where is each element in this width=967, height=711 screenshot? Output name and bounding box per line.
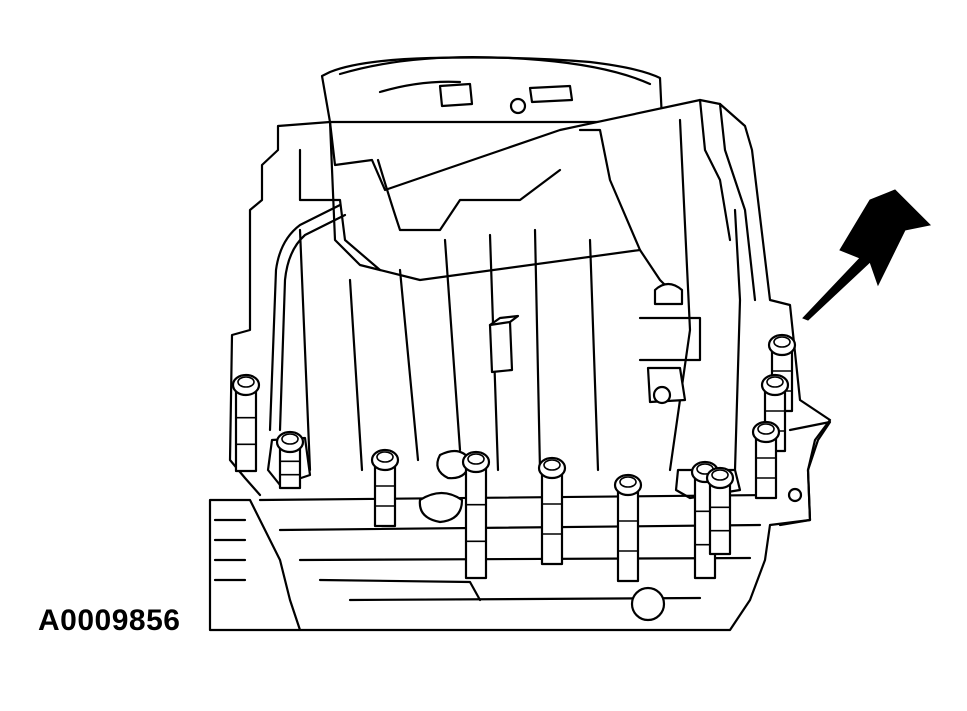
figure-reference-code: A0009856: [38, 604, 181, 637]
bolt-group: [231, 333, 797, 583]
bell-housing: [320, 55, 664, 124]
callout-arrow: [802, 189, 932, 321]
bolt: [275, 430, 305, 490]
bolt: [537, 456, 567, 566]
transmission-case: [208, 98, 832, 632]
bolt: [705, 466, 735, 556]
bolt: [751, 420, 781, 500]
bolt: [231, 373, 261, 473]
bolt: [370, 448, 400, 528]
bolt: [461, 450, 491, 580]
bolt: [613, 473, 643, 583]
